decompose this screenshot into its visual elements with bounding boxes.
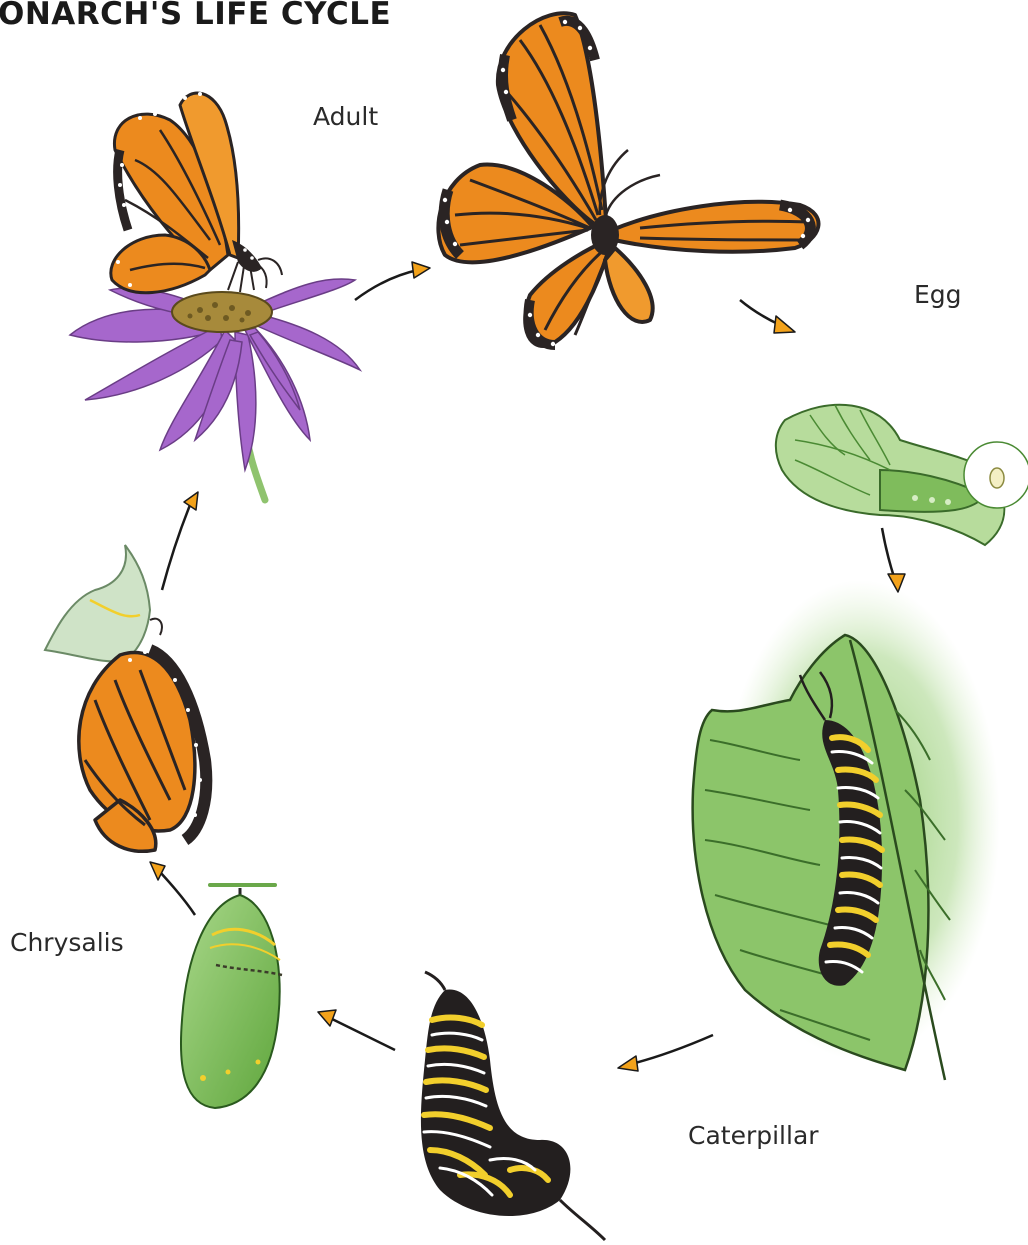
arrow-head-emerging-to-adult (184, 492, 198, 510)
arrow-head-hanging-to-chrysalis (318, 1010, 336, 1026)
stage-label-adult: Adult (313, 102, 378, 131)
arrow-head-chrysalis-to-emerging (150, 862, 165, 880)
arrow-head-caterpillar-to-hanging (618, 1056, 638, 1071)
chrysalis-illustration (181, 885, 282, 1108)
adult-butterfly-illustration (438, 13, 818, 346)
egg-on-leaf-illustration (776, 405, 1028, 545)
stage-label-egg: Egg (914, 280, 962, 309)
emerging-butterfly-illustration (45, 545, 206, 851)
stage-label-chrysalis: Chrysalis (10, 928, 124, 957)
arrow-head-flying-to-egg (774, 316, 795, 333)
hanging-caterpillar-illustration (421, 972, 605, 1240)
adult-on-flower-illustration (70, 92, 360, 500)
caterpillar-on-leaf-illustration (693, 580, 1000, 1080)
stage-label-caterpillar: Caterpillar (688, 1121, 819, 1150)
arrow-head-adult-to-flying (412, 262, 430, 278)
